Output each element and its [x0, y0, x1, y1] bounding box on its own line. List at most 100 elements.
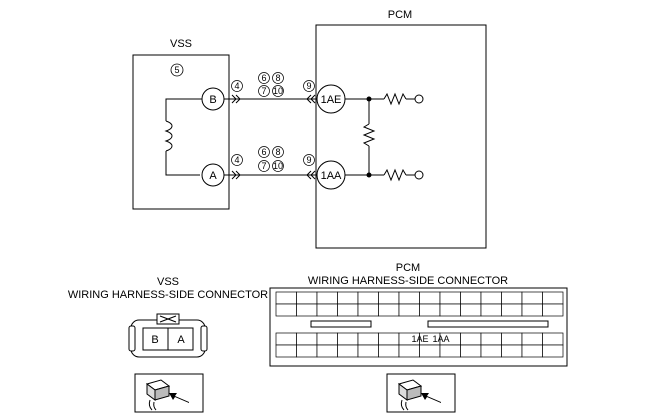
pcm-terminal-cell: [460, 344, 482, 358]
vss-connector-face: [128, 313, 208, 358]
pcm-pin-1aa: 1AA: [321, 170, 342, 182]
pcm-terminal-cell: [419, 303, 441, 317]
svg-text:9: 9: [306, 81, 311, 91]
pcm-terminal-cell: [542, 291, 564, 305]
pcm-terminal-cell: [480, 344, 502, 358]
connector-chevron-bottom-vss: [231, 170, 241, 180]
vss-pin-a: A: [209, 170, 217, 182]
bottom-wire-refs: 4 6 8 7 10 9: [231, 146, 315, 172]
svg-text:4: 4: [234, 81, 239, 91]
pcm-terminal-cell: [439, 344, 461, 358]
pcm-terminal-cell: [460, 291, 482, 305]
vss-connector-pin-a: A: [177, 334, 185, 346]
pcm-terminal-cell: [542, 303, 564, 317]
pcm-terminal-cell: [460, 303, 482, 317]
coil-symbol: [164, 98, 202, 176]
pcm-terminal-cell: [316, 332, 338, 346]
pcm-connector-pin-1aa: 1AA: [432, 334, 449, 344]
pcm-terminal-cell: [275, 303, 297, 317]
pcm-terminal-cell: [296, 332, 318, 346]
pcm-terminal-cell: [316, 303, 338, 317]
vss-pin-b: B: [209, 94, 216, 106]
vss-connector-pin-b: B: [151, 334, 158, 346]
pcm-terminal-cell: [480, 332, 502, 346]
svg-text:10: 10: [273, 161, 283, 171]
pcm-terminal-cell: [439, 303, 461, 317]
ref-circle-5: [170, 63, 184, 77]
pcm-terminal-cell: [480, 291, 502, 305]
pcm-connector-title-2: WIRING HARNESS-SIDE CONNECTOR: [308, 275, 508, 287]
pcm-terminal-cell: [398, 344, 420, 358]
vss-box: [132, 54, 230, 210]
svg-text:7: 7: [261, 161, 266, 171]
pcm-connector-terminal-grid: [275, 291, 564, 358]
pcm-terminal-cell: [296, 344, 318, 358]
pcm-terminal-cell: [275, 332, 297, 346]
svg-text:4: 4: [234, 155, 239, 165]
pcm-terminal-cell: [501, 332, 523, 346]
pcm-terminal-cell: [398, 291, 420, 305]
pcm-terminal-cell: [501, 344, 523, 358]
svg-text:7: 7: [261, 86, 266, 96]
pcm-terminal-cell: [337, 332, 359, 346]
pcm-terminal-cell: [357, 303, 379, 317]
pcm-terminal-cell: [460, 332, 482, 346]
connector-chevron-top-vss: [231, 94, 241, 104]
top-wire-refs: 4 6 8 7 10 9: [231, 72, 315, 97]
pcm-connector-thumbnail-icon: [386, 373, 456, 413]
connector-chevron-bottom-pcm: [306, 170, 316, 180]
pcm-terminal-cell: [378, 303, 400, 317]
connector-chevron-top-pcm: [306, 94, 316, 104]
pcm-terminal-cell: [275, 291, 297, 305]
pcm-terminal-cell: [275, 344, 297, 358]
pcm-terminal-cell: [316, 344, 338, 358]
vss-connector-thumbnail-icon: [134, 373, 204, 413]
pcm-terminal-cell: [521, 332, 543, 346]
pcm-terminal-cell: [501, 303, 523, 317]
pcm-title: PCM: [388, 9, 412, 21]
pcm-terminal-cell: [296, 291, 318, 305]
pcm-pin-1ae: 1AE: [321, 94, 342, 106]
svg-text:6: 6: [261, 147, 266, 157]
pcm-connector-key-right: [427, 320, 549, 328]
svg-text:8: 8: [275, 73, 280, 83]
svg-text:6: 6: [261, 73, 266, 83]
pcm-terminal-cell: [542, 332, 564, 346]
pcm-terminal-cell: [357, 291, 379, 305]
pcm-terminal-cell: [480, 303, 502, 317]
junction-top: [366, 96, 372, 102]
vss-title: VSS: [170, 38, 192, 50]
pcm-terminal-cell: [296, 303, 318, 317]
ref-5: 5: [174, 65, 179, 75]
pcm-terminal-cell: [316, 291, 338, 305]
pcm-terminal-cell: [337, 291, 359, 305]
pcm-terminal-cell: [337, 303, 359, 317]
svg-text:10: 10: [273, 86, 283, 96]
pcm-terminal-cell: [337, 344, 359, 358]
pcm-internal-circuit: [345, 92, 424, 182]
junction-bottom: [366, 172, 372, 178]
pcm-terminal-cell: [419, 344, 441, 358]
pcm-terminal-cell: [521, 344, 543, 358]
pcm-terminal-cell: [378, 332, 400, 346]
pcm-terminal-cell: [378, 291, 400, 305]
pcm-terminal-cell: [501, 291, 523, 305]
pcm-connector-key-left: [310, 320, 372, 328]
pcm-terminal-cell: [378, 344, 400, 358]
pcm-connector-title-1: PCM: [396, 262, 420, 274]
vss-connector-title-2: WIRING HARNESS-SIDE CONNECTOR: [68, 289, 268, 301]
pcm-terminal-cell: [521, 291, 543, 305]
svg-text:8: 8: [275, 147, 280, 157]
pcm-terminal-cell: [542, 344, 564, 358]
pcm-terminal-cell: [357, 332, 379, 346]
vss-connector-title-1: VSS: [157, 276, 179, 288]
pcm-terminal-cell: [439, 291, 461, 305]
pcm-terminal-cell: [357, 344, 379, 358]
svg-text:9: 9: [306, 155, 311, 165]
pcm-terminal-cell: [419, 291, 441, 305]
pcm-box: [315, 24, 487, 249]
pcm-connector-pin-1ae: 1AE: [411, 334, 428, 344]
pcm-terminal-cell: [521, 303, 543, 317]
